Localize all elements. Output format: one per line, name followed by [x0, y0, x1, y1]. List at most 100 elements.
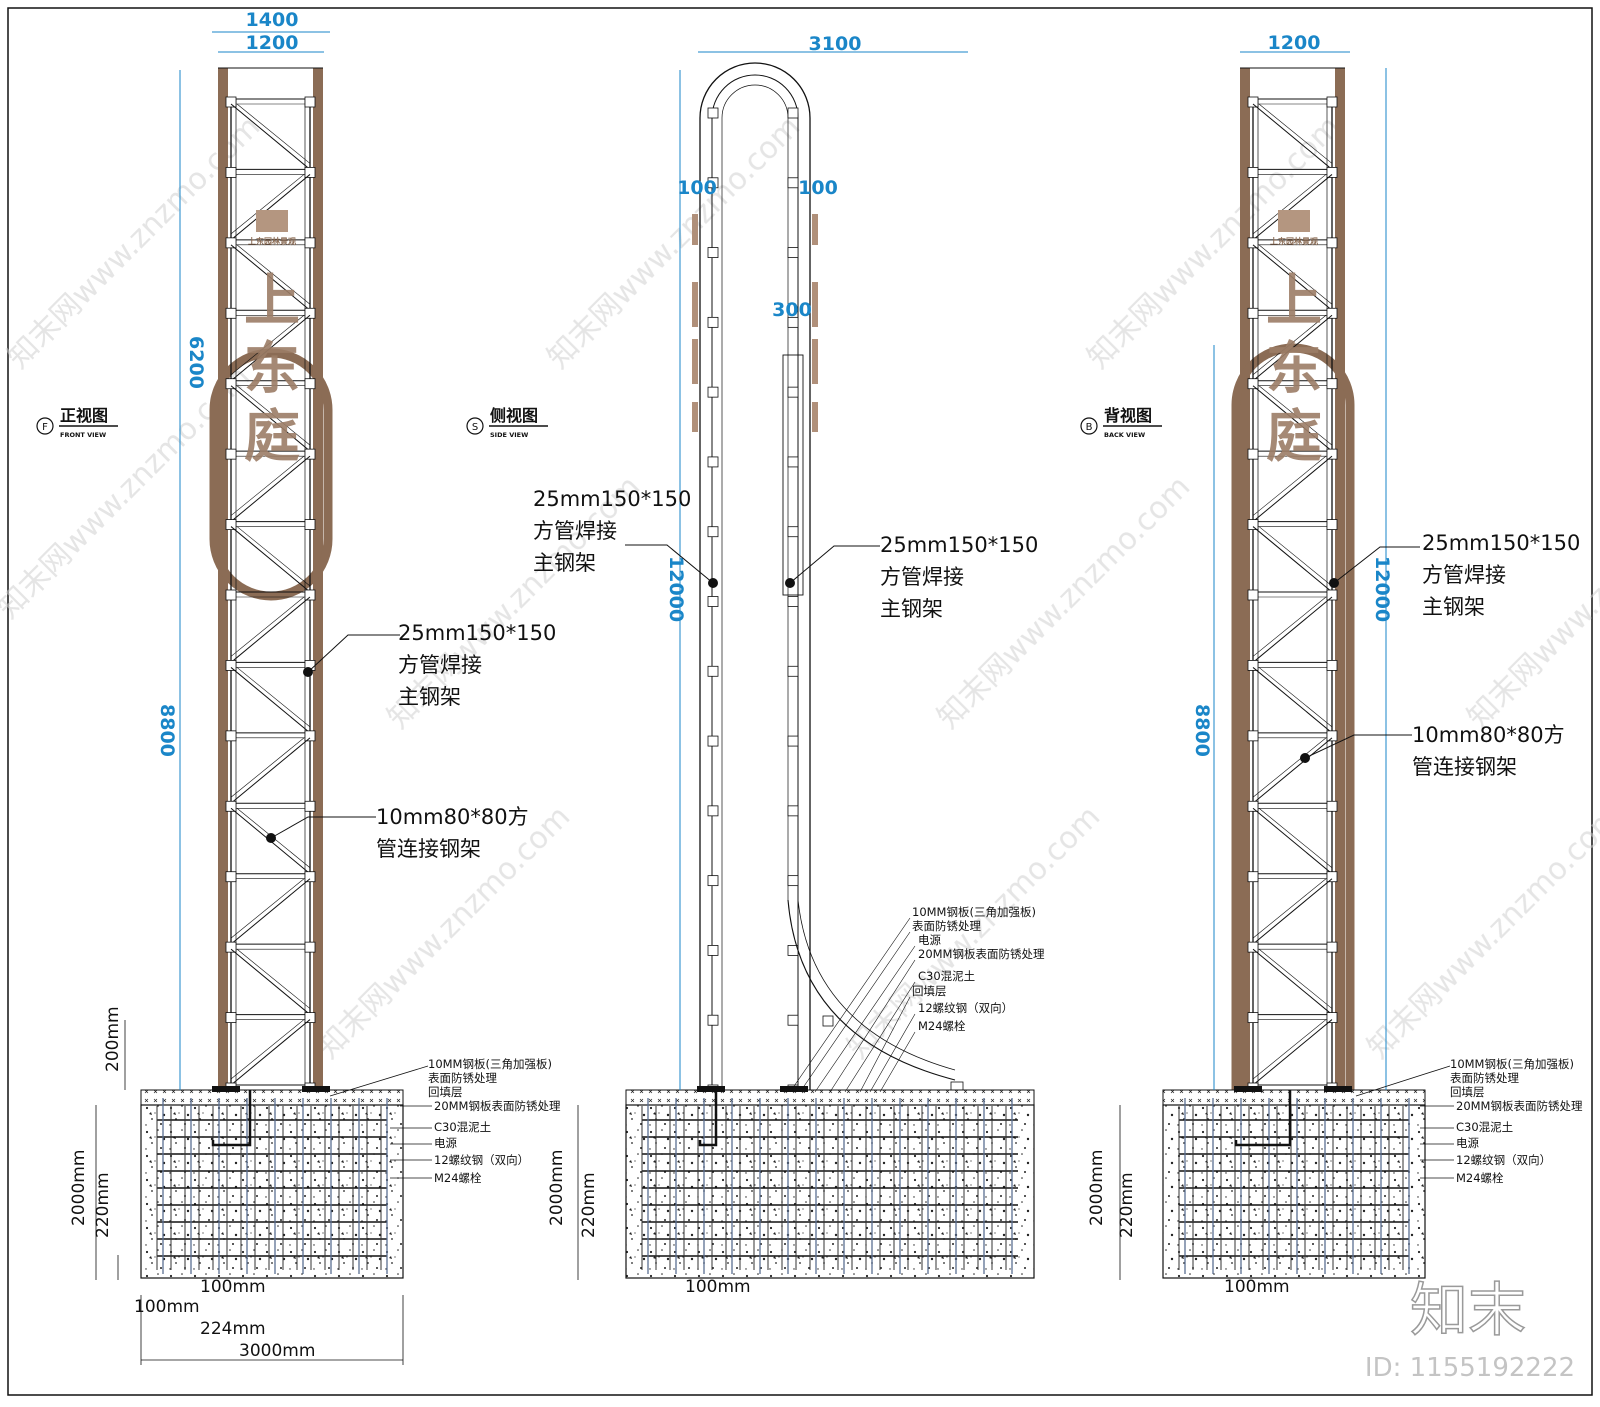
joint-box: [787, 107, 799, 119]
note-front-0: 10MM钢板(三角加强板): [428, 1057, 552, 1071]
joint-box: [787, 386, 799, 398]
callout-side-left-1: 25mm150*150: [533, 487, 691, 511]
dim-side-right-plate: 100: [798, 177, 838, 199]
joint-box: [225, 237, 237, 249]
pillar-column: [313, 68, 323, 1090]
diagonal-brace: [230, 1019, 311, 1086]
diagonal-brace: [1252, 1019, 1333, 1086]
concrete-footing: [1162, 1104, 1426, 1279]
note-side-1: 表面防锈处理: [912, 919, 981, 933]
joint-box: [1247, 1012, 1259, 1023]
diagonal-brace: [1252, 596, 1327, 657]
diagonal-brace: [1258, 103, 1333, 164]
joint-box: [707, 177, 719, 189]
diagonal-brace: [1252, 455, 1333, 522]
power-conduit: [698, 1090, 718, 1147]
note-back-1: 表面防锈处理: [1450, 1071, 1519, 1085]
cladding-plate: [812, 282, 818, 327]
note-front-7: M24螺栓: [434, 1171, 482, 1185]
note-back-7: M24螺栓: [1456, 1171, 1504, 1185]
note-front-2: 回填层: [428, 1085, 463, 1099]
joint-box: [822, 1015, 834, 1027]
base-plate: [780, 1086, 808, 1092]
callout-back-main-3: 主钢架: [1422, 595, 1485, 619]
joint-box: [787, 1014, 799, 1026]
note-side-3: 20MM钢板表面防锈处理: [918, 947, 1045, 961]
sign-character: 上: [1266, 269, 1322, 334]
sign-character: 庭: [244, 405, 300, 470]
dim-base-220: 220mm: [93, 1172, 113, 1238]
arch-innermost: [721, 84, 789, 1090]
joint-box: [707, 596, 719, 607]
front-view-title-text: 正视图: [60, 406, 108, 425]
callout-front-main: 25mm150*150 方管焊接 主钢架: [303, 621, 556, 709]
dim-base-200: 200mm: [103, 1006, 123, 1072]
side-view-title-text: 侧视图: [490, 406, 538, 425]
joint-box: [787, 805, 799, 817]
note-side-7: M24螺栓: [918, 1019, 966, 1033]
joint-box: [225, 800, 237, 812]
joint-box: [1247, 307, 1259, 319]
logo-caption: 上东园林景观: [248, 236, 296, 246]
sign-character: 上: [244, 269, 300, 334]
joint-box: [304, 730, 316, 742]
note-side-2: 电源: [918, 933, 941, 947]
dim-side-left-plate: 100: [677, 177, 717, 199]
cladding-plate: [812, 214, 818, 245]
dim-front-upper: 6200: [185, 336, 207, 389]
joint-box: [304, 307, 316, 319]
power-conduit: [1234, 1090, 1292, 1147]
concrete-footing: [625, 1104, 1035, 1279]
cladding-plate: [692, 282, 698, 327]
joint-box: [225, 730, 237, 742]
diagonal-brace: [230, 174, 311, 241]
callout-side-left-2: 方管焊接: [533, 519, 617, 543]
note-back-6: 12螺纹钢（双向）: [1456, 1153, 1551, 1167]
joint-box: [1326, 941, 1338, 953]
joint-box: [1247, 660, 1259, 671]
callout-front-main-3: 主钢架: [398, 685, 461, 709]
foundation-notes-front: 10MM钢板(三角加强板) 表面防锈处理 回填层 20MM钢板表面防锈处理 C3…: [329, 1057, 561, 1185]
joint-box: [225, 871, 237, 883]
joint-box: [1247, 96, 1259, 108]
diagonal-brace: [1252, 737, 1327, 798]
joint-box: [304, 800, 316, 812]
dim-base-3000: 3000mm: [239, 1341, 315, 1361]
backfill-layer: [625, 1089, 1035, 1106]
sheet-border: [7, 7, 1593, 1396]
diagonal-brace: [230, 244, 311, 311]
joint-box: [707, 945, 719, 956]
back-dimensions: 1200 8800 12000: [1191, 32, 1393, 1090]
callout-side-left: 25mm150*150 方管焊接 主钢架: [533, 487, 718, 588]
callout-front-main-1: 25mm150*150: [398, 621, 556, 645]
dim-back-base-2000: 2000mm: [1087, 1150, 1107, 1226]
note-back-3: 20MM钢板表面防锈处理: [1456, 1099, 1583, 1113]
dim-side-base-100: 100mm: [685, 1277, 751, 1297]
joint-box: [1247, 589, 1259, 601]
callout-side-left-3: 主钢架: [533, 551, 596, 575]
callout-front-link-2: 管连接钢架: [376, 837, 481, 861]
diagonal-brace: [1252, 174, 1327, 235]
dim-back-top: 1200: [1268, 32, 1321, 54]
diagonal-brace: [236, 103, 311, 164]
joint-box: [225, 167, 237, 178]
joint-box: [1326, 1012, 1338, 1023]
joint-box: [1326, 589, 1338, 601]
sign-character: 东: [244, 337, 300, 402]
joint-box: [707, 875, 719, 887]
front-view-subtitle: FRONT VIEW: [60, 431, 106, 439]
diagonal-brace: [1252, 948, 1333, 1015]
callout-front-main-2: 方管焊接: [398, 653, 482, 677]
joint-box: [787, 247, 799, 258]
diagonal-brace: [230, 878, 305, 939]
dim-base-224: 224mm: [200, 1319, 266, 1339]
joint-box: [1326, 167, 1338, 178]
joint-box: [787, 316, 799, 328]
back-view-subtitle: BACK VIEW: [1104, 431, 1145, 439]
note-front-5: 电源: [434, 1136, 457, 1150]
diagonal-brace: [230, 737, 311, 804]
callout-side-right: 25mm150*150 方管焊接 主钢架: [785, 533, 1038, 621]
callout-front-link-1: 10mm80*80方: [376, 805, 529, 829]
diagonal-brace: [1252, 103, 1333, 170]
